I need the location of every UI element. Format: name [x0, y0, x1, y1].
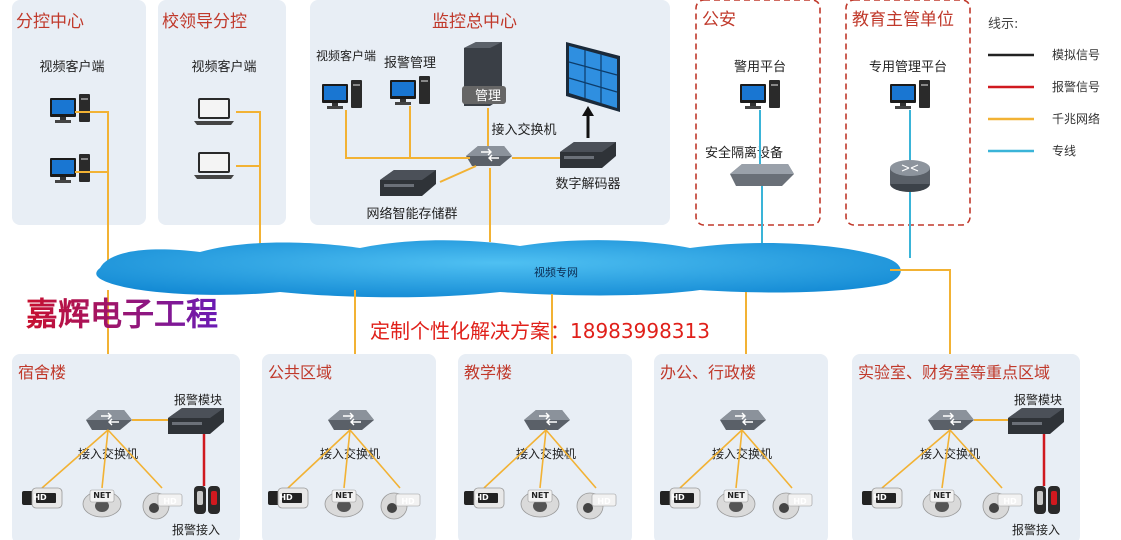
- camera-badge: HD: [873, 493, 887, 502]
- legend-item: 千兆网络: [988, 111, 1100, 126]
- legend-item: 专线: [988, 143, 1076, 158]
- alarm-module-label: 报警模块: [1014, 392, 1062, 407]
- video-network-cloud: 视频专网: [96, 240, 901, 298]
- camera-badge: NET: [933, 491, 951, 500]
- router-icon: [890, 160, 930, 192]
- panel-title: 校领导分控: [162, 12, 247, 32]
- alarm-module-label: 报警模块: [174, 392, 222, 407]
- panel-title: 实验室、财务室等重点区域: [858, 363, 1050, 382]
- alarm-mgmt-label: 报警管理: [384, 55, 436, 71]
- switch-label: 接入交换机: [712, 446, 772, 461]
- promo-banner: 定制个性化解决方案：18983998313: [370, 319, 710, 343]
- switch-label: 接入交换机: [516, 446, 576, 461]
- legend-label: 报警信号: [1052, 79, 1100, 94]
- camera-badge: HD: [475, 493, 489, 502]
- switch-label: 接入交换机: [491, 122, 556, 138]
- panel-title: 宿舍楼: [18, 363, 66, 382]
- camera-badge: HD: [279, 493, 293, 502]
- video-wall-icon: [566, 42, 620, 112]
- camera-badge: HD: [793, 497, 807, 506]
- legend-label: 专线: [1052, 143, 1076, 158]
- platform-label: 警用平台: [734, 59, 786, 75]
- camera-badge: NET: [531, 491, 549, 500]
- panel-monitor-center: 监控总中心 视频客户端 报警管理 管理 接入交换机 网络智能存储群 数字解码器: [310, 0, 670, 225]
- isolation-label: 安全隔离设备: [705, 145, 783, 161]
- camera-badge: NET: [335, 491, 353, 500]
- camera-badge: HD: [1003, 497, 1017, 506]
- brand-title: 嘉辉电子工程: [26, 295, 218, 333]
- panel-title: 公共区域: [268, 363, 332, 382]
- platform-label: 专用管理平台: [869, 60, 947, 75]
- alarm-input-label: 报警接入: [172, 522, 220, 537]
- server-icon: [462, 42, 506, 106]
- legend-item: 报警信号: [988, 79, 1100, 94]
- panel-title: 分控中心: [16, 12, 84, 32]
- panel-title: 教学楼: [464, 363, 512, 382]
- camera-badge: NET: [727, 491, 745, 500]
- client-label: 视频客户端: [191, 59, 256, 75]
- decoder-label: 数字解码器: [555, 177, 620, 192]
- client-label: 视频客户端: [39, 59, 104, 75]
- camera-badge: HD: [597, 497, 611, 506]
- panel-title: 办公、行政楼: [660, 363, 756, 382]
- storage-label: 网络智能存储群: [366, 206, 457, 222]
- panel-school-leader: 校领导分控 视频客户端: [158, 0, 286, 225]
- switch-label: 接入交换机: [78, 446, 138, 461]
- connection-lines: [75, 106, 911, 268]
- camera-badge: HD: [401, 497, 415, 506]
- camera-badge: HD: [33, 493, 47, 502]
- legend-label: 千兆网络: [1052, 111, 1100, 126]
- panel-title: 公安: [702, 10, 736, 30]
- panel-title: 教育主管单位: [852, 10, 954, 30]
- legend-label: 模拟信号: [1052, 48, 1100, 62]
- server-label: 管理: [475, 89, 501, 104]
- isolation-device-icon: [730, 164, 794, 186]
- switch-label: 接入交换机: [920, 446, 980, 461]
- camera-badge: HD: [163, 497, 177, 506]
- alarm-input-label: 报警接入: [1012, 522, 1060, 537]
- network-label: 视频专网: [534, 265, 578, 279]
- panel-title: 监控总中心: [432, 12, 517, 32]
- legend-title: 线示:: [988, 17, 1018, 32]
- panel-police: 公安 警用平台 安全隔离设备: [695, 0, 821, 226]
- camera-badge: NET: [93, 491, 111, 500]
- legend-item: 模拟信号: [988, 48, 1100, 62]
- panel-education: 教育主管单位 专用管理平台: [845, 0, 971, 226]
- client-label: 视频客户端: [316, 48, 376, 63]
- camera-badge: HD: [671, 493, 685, 502]
- switch-label: 接入交换机: [320, 446, 380, 461]
